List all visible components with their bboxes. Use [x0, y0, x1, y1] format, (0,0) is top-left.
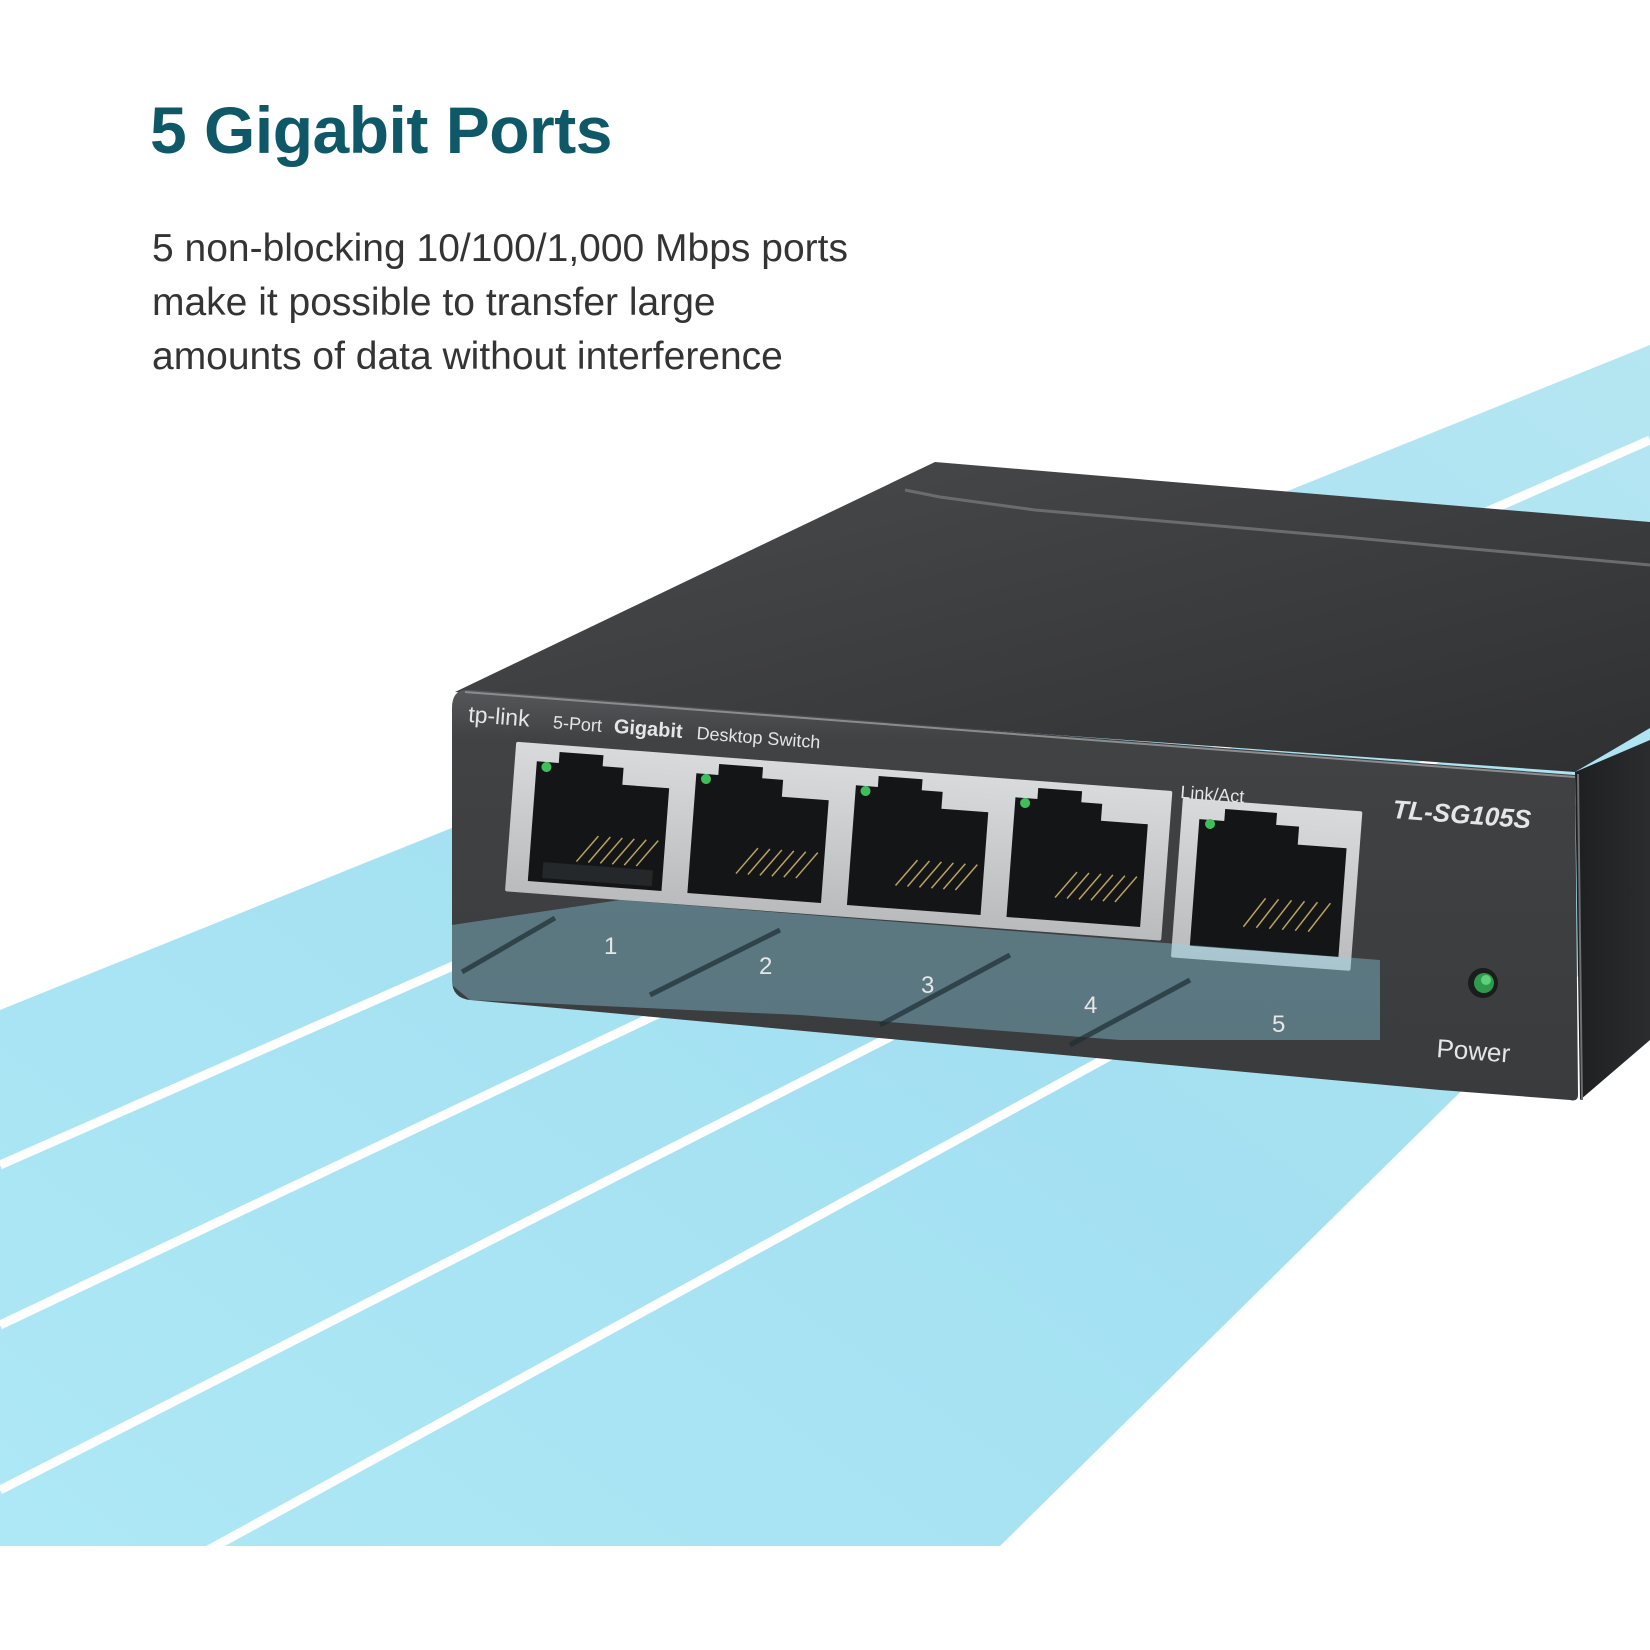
port-number-2: 2: [759, 953, 772, 980]
link-led-icon: [1205, 818, 1216, 829]
port-number-3: 3: [921, 972, 934, 999]
port-number-4: 4: [1084, 992, 1097, 1019]
port-group-frame: [505, 741, 1173, 941]
power-label: Power: [1436, 1033, 1512, 1068]
port-number-5: 5: [1272, 1011, 1285, 1038]
description-bold: Gigabit: [613, 716, 684, 743]
headline: 5 Gigabit Ports: [150, 93, 612, 167]
ethernet-port-5[interactable]: [1189, 807, 1349, 957]
link-act-label: Link/Act: [1180, 782, 1245, 807]
brand-logo: tp-link: [467, 701, 531, 732]
ethernet-port-4[interactable]: [1006, 786, 1149, 928]
ethernet-port-1[interactable]: [527, 750, 671, 892]
description-prefix: 5-Port: [552, 712, 602, 736]
description-line: make it possible to transfer large: [152, 281, 716, 324]
link-led-icon: [1020, 798, 1031, 809]
link-led-icon: [860, 786, 871, 797]
network-switch: tp-link 5-Port Gigabit Desktop Switch Li…: [452, 462, 1650, 1101]
link-led-icon: [541, 762, 552, 773]
ethernet-port-2[interactable]: [687, 762, 830, 904]
description-line: amounts of data without interference: [152, 335, 783, 378]
description-line: 5 non-blocking 10/100/1,000 Mbps ports: [152, 227, 848, 270]
ethernet-port-3[interactable]: [846, 774, 990, 916]
description: 5 non-blocking 10/100/1,000 Mbps ports m…: [152, 222, 848, 384]
port-number-1: 1: [604, 933, 617, 960]
link-led-icon: [700, 774, 711, 785]
